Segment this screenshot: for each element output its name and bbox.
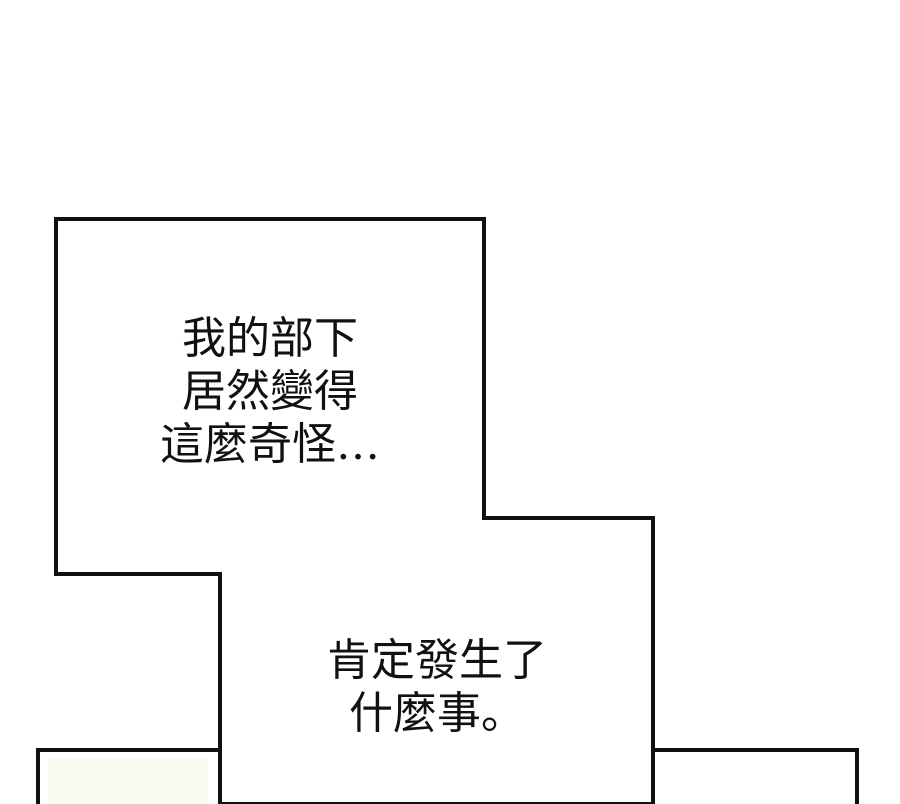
speech-line: 肯定發生了 (327, 635, 547, 686)
speech-line: 什麼事。 (349, 688, 525, 739)
speech-line: 我的部下 (182, 313, 358, 364)
speech-line: 居然變得 (182, 366, 358, 417)
bottom-right-panel (638, 748, 859, 804)
stepped-speech-box (54, 217, 655, 804)
speech-text-lower: 肯定發生了 什麼事。 (312, 634, 562, 740)
bottom-left-panel-tint (48, 758, 208, 804)
speech-text-upper: 我的部下 居然變得 這麼奇怪… (150, 312, 390, 471)
speech-line: 這麼奇怪… (160, 419, 380, 470)
